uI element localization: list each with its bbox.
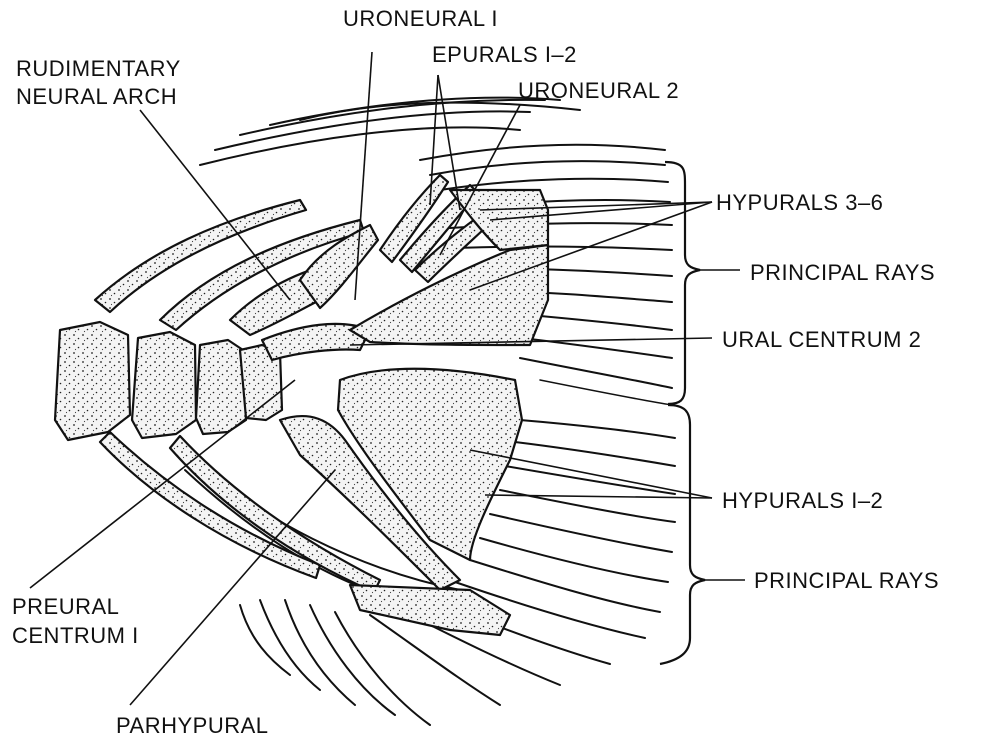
label-rudimentary-line1: RUDIMENTARY <box>16 56 181 81</box>
label-hypurals-1-2: HYPURALS I–2 <box>722 488 883 513</box>
hypurals-1-2-shape <box>338 369 522 560</box>
label-hypurals-3-6: HYPURALS 3–6 <box>716 190 883 215</box>
vertebra-3 <box>196 340 246 434</box>
label-parhypural: PARHYPURAL <box>116 713 269 738</box>
vertebra-1 <box>55 322 130 440</box>
label-uroneural-1: URONEURAL I <box>343 6 498 31</box>
lower-brace <box>660 405 705 664</box>
upper-brace <box>665 162 700 404</box>
haemal-spine-1 <box>100 432 320 578</box>
label-principal-rays-lower: PRINCIPAL RAYS <box>754 568 939 593</box>
label-uroneural-2: URONEURAL 2 <box>518 78 679 103</box>
label-ural-centrum-2: URAL CENTRUM 2 <box>722 327 921 352</box>
principal-rays-braces <box>660 162 705 664</box>
label-preural-line1: PREURAL <box>12 594 119 619</box>
label-preural-line2: CENTRUM I <box>12 623 139 648</box>
label-epurals-1-2: EPURALS I–2 <box>432 42 577 67</box>
vertebra-2 <box>132 332 196 438</box>
label-principal-rays-upper: PRINCIPAL RAYS <box>750 260 935 285</box>
label-rudimentary-line2: NEURAL ARCH <box>16 84 177 109</box>
